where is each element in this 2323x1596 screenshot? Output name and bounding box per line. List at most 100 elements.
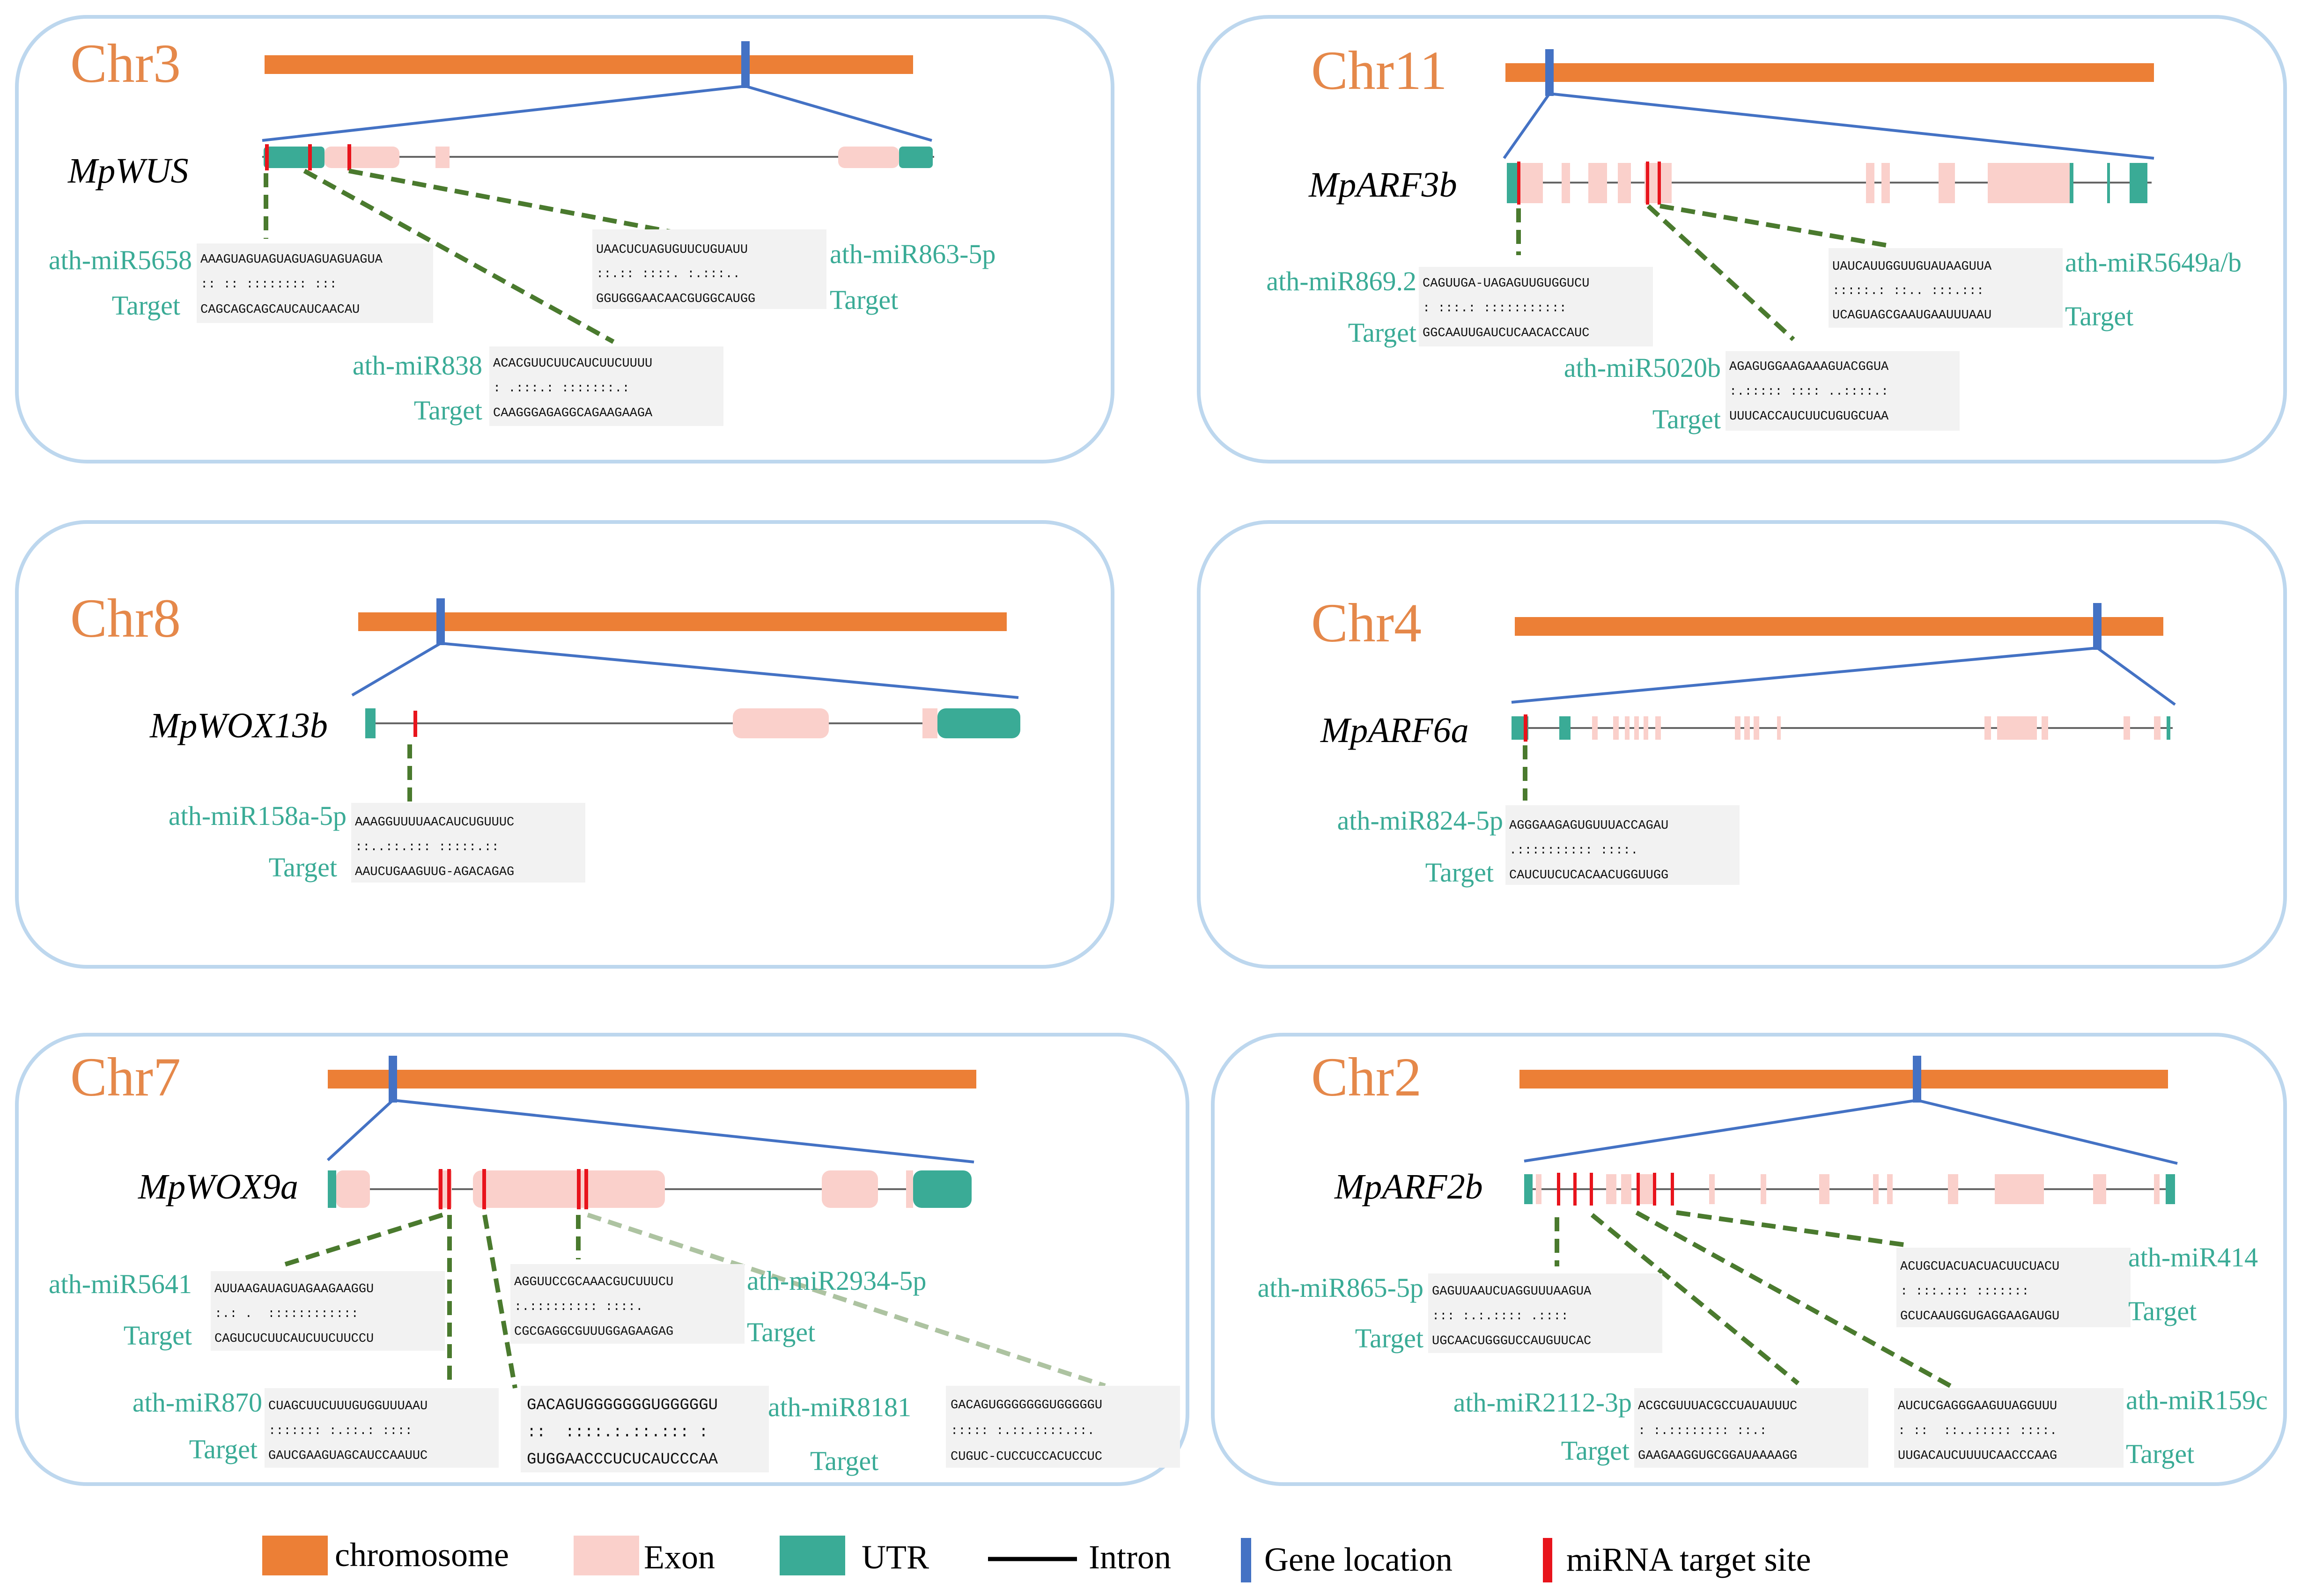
match-string: ::::::: :.::.: :::: bbox=[268, 1424, 413, 1438]
sequence-box bbox=[1894, 1388, 2124, 1468]
utr-block bbox=[913, 1170, 972, 1208]
mirna-name: ath-miR838 bbox=[353, 350, 482, 381]
chromosome-label: Chr7 bbox=[70, 1046, 181, 1108]
exon-block bbox=[1621, 1174, 1631, 1204]
exon-block bbox=[1625, 716, 1630, 740]
alignment: ath-miR5658 Target AAAGUAGUAGUAGUAGUAGUA… bbox=[49, 243, 433, 323]
sequence-box bbox=[1896, 1248, 2131, 1327]
match-string: .:::::::::: ::::. bbox=[1509, 844, 1638, 858]
target-label: Target bbox=[124, 1320, 192, 1351]
sequence-box bbox=[265, 1388, 499, 1468]
match-string: : .:::.: :::::::.: bbox=[493, 382, 630, 396]
target-site bbox=[1653, 1173, 1656, 1206]
legend-swatch-exon bbox=[574, 1536, 639, 1575]
utr-block bbox=[365, 708, 376, 738]
mirna-sequence: GACAGUGGGGGGGUGGGGGU bbox=[951, 1398, 1102, 1412]
alignment: ath-miR5641 Target AUUAAGAUAGUAGAAGAAGGU… bbox=[49, 1269, 445, 1351]
exon-block bbox=[1995, 1174, 2044, 1204]
target-site bbox=[413, 711, 417, 737]
mirna-name: ath-miR869.2 bbox=[1266, 266, 1416, 296]
target-site bbox=[447, 1169, 451, 1209]
exon-block bbox=[1744, 716, 1750, 740]
mirna-sequence: AAAGGUUUUAACAUCUGUUUC bbox=[355, 816, 514, 830]
match-string: : :::.::: ::::::: bbox=[1900, 1285, 2029, 1299]
target-label: Target bbox=[2065, 301, 2133, 331]
legend: chromosome Exon UTR Intron Gene location… bbox=[262, 1536, 1811, 1582]
exon-block bbox=[1873, 1174, 1879, 1204]
connector-line bbox=[482, 1214, 517, 1389]
panel-frame bbox=[15, 1033, 1189, 1486]
utr-block bbox=[1524, 1174, 1533, 1204]
target-site bbox=[265, 144, 269, 170]
chromosome-label: Chr4 bbox=[1311, 592, 1422, 654]
legend-label: UTR bbox=[862, 1538, 929, 1576]
target-sequence: CUGUC-CUCCUCCACUCCUC bbox=[951, 1450, 1102, 1464]
utr-block bbox=[264, 147, 324, 168]
mirna-sequence: GACAGUGGGGGGGUGGGGGU bbox=[527, 1397, 718, 1414]
gene-name: MpWOX9a bbox=[138, 1167, 298, 1206]
match-string: : :::.: ::::::::::: bbox=[1423, 302, 1567, 316]
exon-block bbox=[922, 708, 937, 738]
target-site bbox=[1573, 1173, 1577, 1206]
alignment: ath-miR824-5p Target AGGGAAGAGUGUUUACCAG… bbox=[1337, 805, 1740, 888]
mirna-name: ath-miR865-5p bbox=[1258, 1272, 1423, 1303]
legend-label: Intron bbox=[1089, 1538, 1171, 1576]
legend-label: Gene location bbox=[1264, 1541, 1453, 1578]
exon-block bbox=[1866, 163, 1874, 203]
target-sequence: CAAGGGAGAGGCAGAAGAAGA bbox=[493, 406, 653, 420]
connector-line bbox=[1659, 204, 1890, 248]
utr-block bbox=[899, 147, 933, 168]
zoom-line-right bbox=[745, 85, 932, 142]
mirna-name: ath-miR2112-3p bbox=[1453, 1387, 1632, 1418]
exon-block bbox=[2124, 716, 2130, 740]
target-label: Target bbox=[414, 395, 482, 426]
exon-block bbox=[1613, 716, 1619, 740]
utr-block bbox=[328, 1170, 336, 1208]
gene-name: MpARF3b bbox=[1308, 165, 1457, 205]
target-site bbox=[1517, 162, 1520, 205]
gene-location-marker bbox=[1545, 49, 1554, 96]
sequence-box bbox=[1829, 248, 2063, 328]
exon-block bbox=[1606, 1174, 1616, 1204]
mirna-sequence: AGAGUGGAAGAAAGUACGGUA bbox=[1729, 360, 1889, 374]
mirna-name: ath-miR8181 bbox=[768, 1392, 911, 1422]
panel-frame bbox=[15, 15, 1114, 463]
exon-block bbox=[1754, 716, 1759, 740]
exon-block bbox=[336, 1170, 370, 1208]
exon-block bbox=[324, 147, 399, 168]
mirna-sequence: UAACUCUAGUGUUCUGUAUU bbox=[596, 243, 748, 257]
chromosome-label: Chr3 bbox=[70, 33, 181, 94]
panel-frame bbox=[1197, 15, 2287, 463]
target-sequence: UCAGUAGCGAAUGAAUUUAAU bbox=[1832, 309, 1991, 323]
target-label: Target bbox=[747, 1317, 815, 1347]
utr-block bbox=[2166, 1174, 2175, 1204]
mirna-sequence: GAGUUAAUCUAGGUUUAAGUA bbox=[1432, 1285, 1592, 1299]
match-string: :: :: :::::::: ::: bbox=[200, 278, 337, 292]
target-sequence: GCUCAAUGGUGAGGAAGAUGU bbox=[1900, 1309, 2059, 1324]
utr-block bbox=[1507, 163, 1517, 203]
sequence-box bbox=[1726, 351, 1960, 431]
connector-line bbox=[1590, 1213, 1800, 1385]
exon-block bbox=[1997, 716, 2037, 740]
alignment: UAUCAUUGGUUGUAUAAGUUA :::::.: ::.. :::.:… bbox=[1829, 247, 2242, 331]
connector-line bbox=[1646, 204, 1795, 341]
target-sequence: GUGGAACCCUCUCAUCCCAA bbox=[527, 1451, 718, 1469]
exon-block bbox=[2154, 1174, 2160, 1204]
chromosome-bar bbox=[1519, 1070, 2168, 1089]
target-label: Target bbox=[112, 290, 180, 321]
mirna-sequence: CAGUUGA-UAGAGUUGUGGUCU bbox=[1423, 277, 1589, 291]
target-sequence: AAUCUGAAGUUG-AGACAGAG bbox=[355, 865, 514, 879]
exon-block bbox=[1735, 716, 1740, 740]
exon-block bbox=[473, 1170, 665, 1208]
target-site bbox=[584, 1169, 588, 1209]
gene-name: MpARF2b bbox=[1334, 1167, 1483, 1206]
connector-line bbox=[348, 169, 696, 239]
sequence-box bbox=[1428, 1273, 1662, 1353]
target-site bbox=[1671, 1173, 1674, 1206]
panel-chr11: Chr11 MpARF3b ath-miR869.2 Target CAGUUG… bbox=[1197, 15, 2287, 463]
sequence-box bbox=[1419, 267, 1653, 346]
mirna-name: ath-miR5641 bbox=[49, 1269, 192, 1299]
legend-swatch-target-site bbox=[1543, 1538, 1552, 1582]
exon-block bbox=[1588, 163, 1607, 203]
